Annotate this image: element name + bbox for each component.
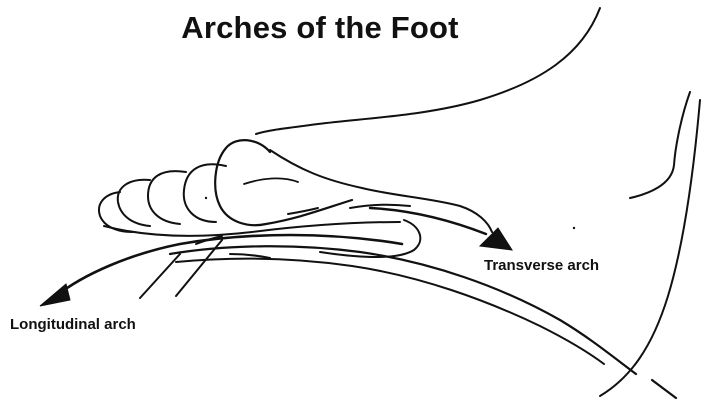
transverse-arch-arrow-line (370, 208, 486, 234)
sole-outline-inner (176, 259, 604, 364)
transverse-arch-arrowhead (480, 228, 512, 250)
stray-dot (205, 197, 207, 199)
heel-bottom-mark (652, 380, 676, 398)
heel-back-outline (600, 100, 700, 396)
diagram-title: Arches of the Foot (0, 10, 640, 46)
longitudinal-arch-arrowhead (40, 284, 70, 306)
big-toe-nail (244, 178, 298, 184)
diagonal-mark-2 (176, 240, 222, 296)
second-toe-outline (184, 164, 226, 222)
diagonal-mark-1 (140, 254, 180, 298)
fourth-toe-outline (118, 180, 150, 226)
ankle-bone-curve (630, 92, 690, 198)
longitudinal-arch-label: Longitudinal arch (10, 316, 136, 333)
stray-dot-2 (573, 227, 575, 229)
instep-outline (270, 150, 492, 232)
transverse-arch-label: Transverse arch (484, 257, 599, 274)
big-toe-outline (215, 140, 352, 225)
midfoot-dash-2 (230, 254, 270, 258)
third-toe-outline (148, 171, 186, 224)
